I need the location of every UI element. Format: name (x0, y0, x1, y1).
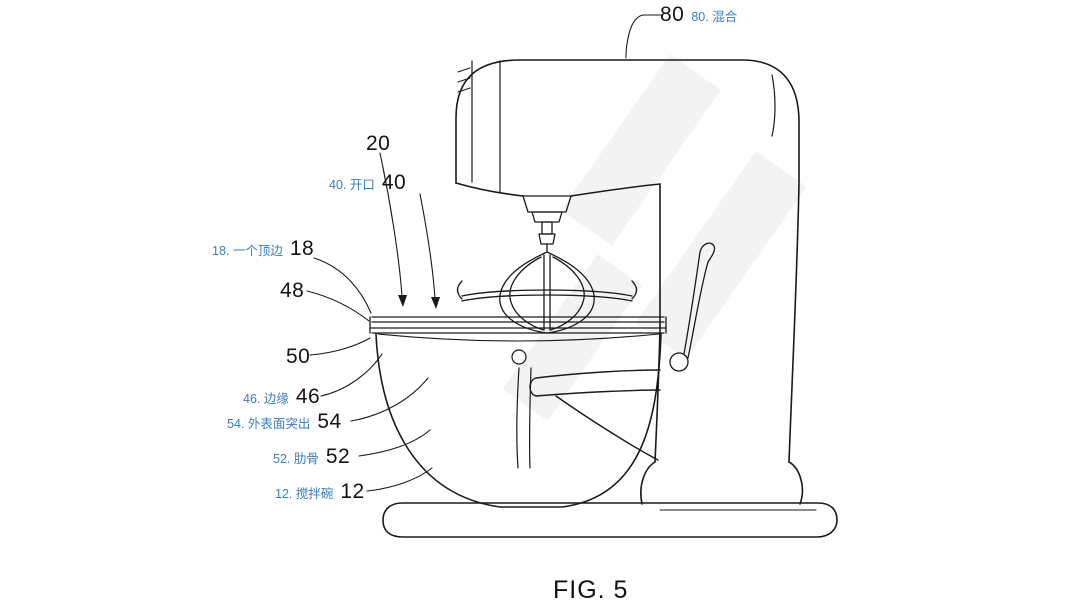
bowl-lift-lever (669, 242, 716, 372)
annotation-54: 54. 外表面突出 (227, 417, 311, 431)
arrowhead-40 (431, 297, 440, 309)
arrowhead-20 (398, 295, 407, 307)
annotation-46: 46. 边缘 (243, 392, 289, 406)
bowl-rim-band (369, 316, 667, 334)
annotation-80: 80. 混合 (691, 10, 738, 24)
base-outline (382, 502, 838, 538)
beater-crossbar-left-hook (456, 280, 463, 300)
column-right-edge (788, 183, 800, 463)
mixer-column (640, 183, 804, 505)
ref-number-20: 20 (366, 132, 391, 155)
lever-arm (683, 242, 716, 359)
attachment-hub (522, 195, 572, 253)
ref-number-48: 48 (280, 279, 305, 302)
beater-inner-right (549, 256, 585, 331)
hub-collar (531, 211, 563, 223)
beater-inner-left (509, 256, 545, 331)
leader-48 (306, 290, 370, 322)
ref-number-46: 46 (295, 385, 321, 408)
bowl-outline (375, 333, 662, 508)
mixer-base (382, 502, 838, 538)
hub-shaft (541, 221, 553, 235)
leader-lines (306, 14, 662, 492)
ref-number-18: 18 (289, 237, 315, 260)
ref-20: 20 (366, 132, 390, 156)
ref-80: 80 80. 混合 (660, 3, 737, 27)
hub-trapezoid (522, 195, 572, 213)
ref-12: 12. 搅拌碗 12 (275, 480, 365, 504)
head-outline (455, 59, 800, 184)
ref-number-54: 54 (317, 410, 342, 433)
leader-12 (366, 467, 433, 492)
ref-52: 52. 肋骨 52 (273, 445, 350, 469)
head-hatch (457, 67, 471, 93)
beater-crossbar-bottom (461, 294, 633, 302)
ref-number-52: 52 (325, 445, 351, 468)
leader-20 (379, 152, 403, 297)
figure-caption: FIG. 5 (553, 576, 629, 604)
ref-number-40: 40 (381, 171, 407, 194)
leader-50 (309, 337, 371, 356)
column-foot-right (788, 461, 804, 505)
beater-outline (499, 251, 595, 334)
mixer-head (455, 59, 800, 197)
ref-50: 50 (286, 345, 310, 369)
arm-diagonal-brace (555, 395, 659, 461)
arm-bottom-edge (535, 389, 661, 397)
beater-crossbar-right-hook (631, 280, 638, 300)
annotation-18: 18. 一个顶边 (212, 244, 283, 258)
annotation-12: 12. 搅拌碗 (275, 487, 334, 501)
beater-crossbar-top (461, 289, 633, 297)
ref-number-80: 80 (660, 3, 685, 26)
ref-54: 54. 外表面突出 54 (227, 410, 342, 434)
column-foot-left (640, 461, 656, 505)
bowl-rib-left (516, 367, 520, 469)
leader-46 (320, 353, 383, 397)
head-underside-rear (570, 183, 661, 197)
head-underside-front (455, 182, 524, 197)
beater (456, 251, 638, 334)
hub-chuck (538, 233, 556, 245)
lever-pivot (669, 352, 689, 372)
leader-80 (625, 14, 662, 59)
ref-18: 18. 一个顶边 18 (212, 237, 314, 261)
ref-number-12: 12 (340, 480, 365, 503)
ref-48: 48 (280, 279, 304, 303)
ref-46: 46. 边缘 46 (243, 385, 320, 409)
bowl-rib-right (528, 367, 532, 469)
ref-number-50: 50 (286, 345, 311, 368)
leader-18 (313, 257, 372, 314)
annotation-52: 52. 肋骨 (273, 452, 319, 466)
leader-52 (358, 429, 431, 457)
mixing-bowl (375, 333, 662, 508)
bowl-inner-rim-arc (377, 333, 660, 342)
bowl-pin (511, 349, 527, 365)
bowl-support-arm (529, 369, 661, 461)
head-rear-seam (771, 74, 776, 137)
column-left-edge (654, 183, 661, 463)
leader-54 (350, 377, 429, 422)
leader-40 (419, 193, 436, 299)
annotation-40: 40. 开口 (329, 178, 375, 192)
arm-top-edge (535, 369, 661, 379)
ref-40: 40. 开口 40 (329, 171, 406, 195)
